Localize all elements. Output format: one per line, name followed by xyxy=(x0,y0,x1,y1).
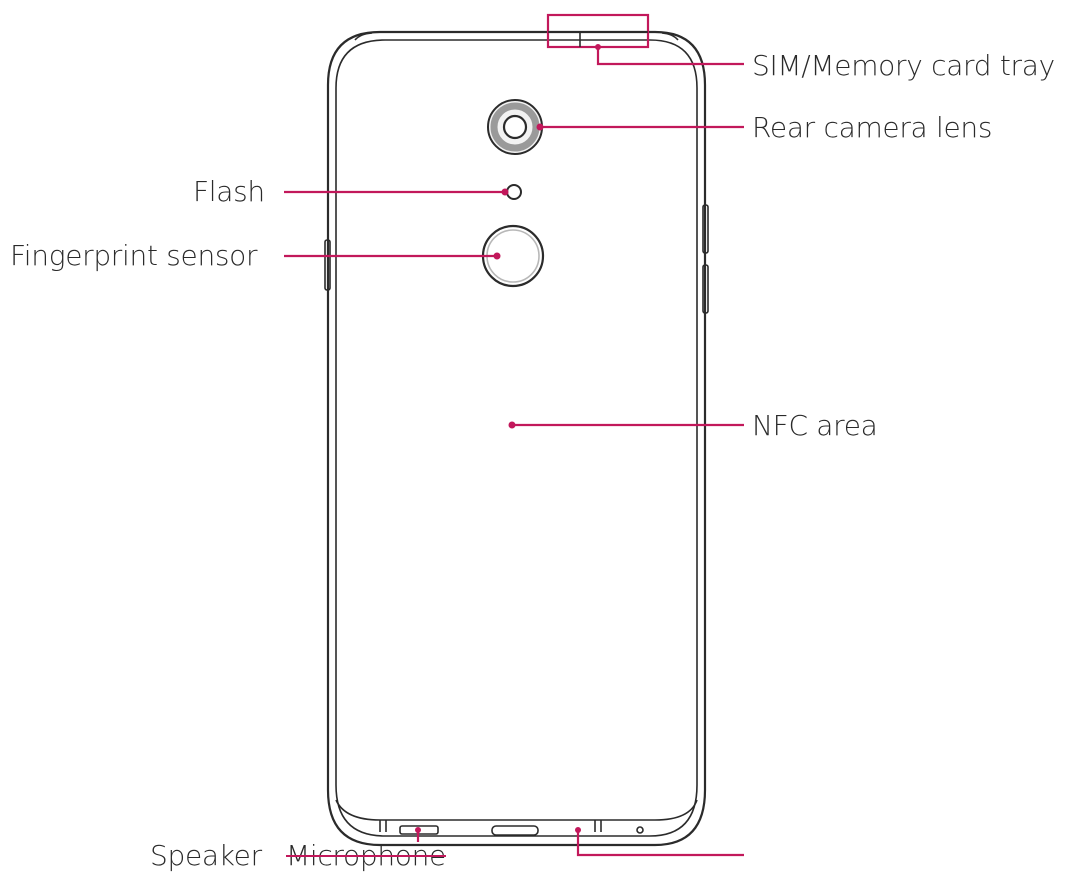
leader-microphone xyxy=(576,830,744,857)
label-speaker: Speaker xyxy=(150,839,262,872)
side-buttons xyxy=(324,204,709,314)
rear-camera-icon xyxy=(487,99,543,155)
label-rear-camera: Rear camera lens xyxy=(752,111,993,144)
label-fingerprint: Fingerprint sensor xyxy=(10,239,258,272)
leader-sim-tray xyxy=(596,47,744,66)
label-sim-tray: SIM/Memory card tray xyxy=(752,49,1055,82)
label-nfc: NFC area xyxy=(752,409,878,442)
flash-icon xyxy=(506,184,522,200)
leader-lines xyxy=(284,44,744,857)
phone-body xyxy=(326,30,707,847)
label-microphone: Microphone xyxy=(286,839,446,872)
label-flash: Flash xyxy=(193,175,265,208)
